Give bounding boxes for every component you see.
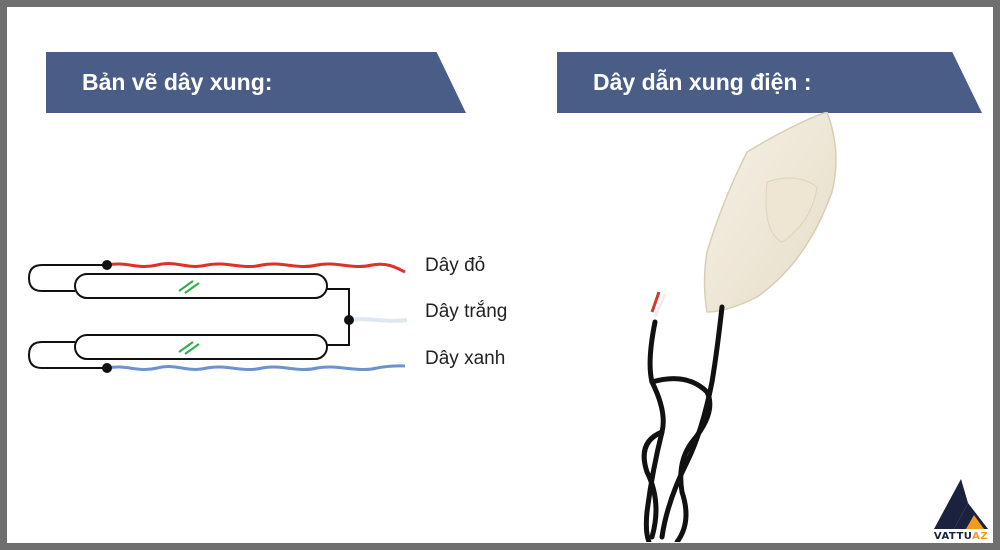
label-white-wire: Dây trắng [425,301,508,322]
logo-text-accent: AZ [972,531,989,542]
slide-frame: Bản vẽ dây xung: Dây dẫn xung điện : [7,7,993,543]
label-blue-wire: Dây xanh [425,348,506,369]
red-lead [650,291,661,313]
logo-text: VATTUAZ [928,531,994,542]
top-reed-capsule [74,273,328,299]
top-reed-contact-1 [178,280,194,292]
left-title: Bản vẽ dây xung: [82,69,273,95]
right-title-banner: Dây dẫn xung điện : [557,52,982,113]
red-wire [106,262,406,274]
pulse-wire-product-image [641,112,837,542]
junction-dot-top [102,260,112,270]
label-red-wire: Dây đỏ [425,255,486,276]
bottom-outer-loop [27,341,107,369]
vattuaz-logo: VATTUAZ [928,475,994,547]
black-cable-1 [659,304,725,540]
pulse-wire-diagram [27,260,408,373]
junction-dot-bottom [102,363,112,373]
left-title-banner: Bản vẽ dây xung: [46,52,466,113]
bottom-reed-capsule [74,334,328,360]
white-wire [348,317,408,323]
right-title: Dây dẫn xung điện : [593,69,812,95]
logo-mark [934,479,988,529]
bottom-reed-contact-1 [178,341,194,353]
logo-text-main: VATTU [933,531,973,542]
blue-wire [106,364,406,372]
bottom-reed-contact-2 [184,343,200,355]
top-outer-loop [27,264,107,292]
top-reed-contact-2 [184,282,200,294]
